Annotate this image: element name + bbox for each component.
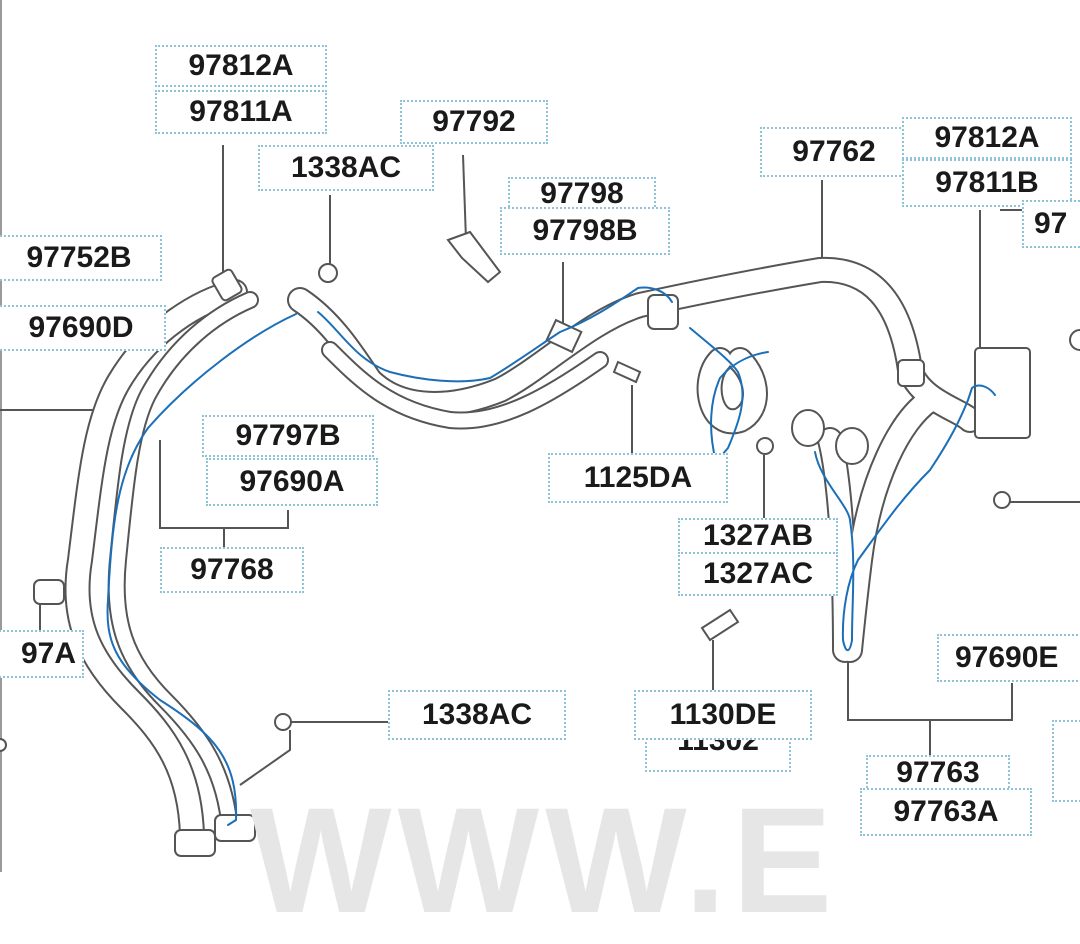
collar-97762-b	[897, 359, 925, 387]
image-left-edge	[0, 0, 2, 872]
nut-1338AC-top	[318, 263, 338, 283]
label-1327AC: 1327AC	[678, 552, 838, 596]
bolt-1130DE	[700, 608, 740, 642]
label-97690E: 97690E	[937, 634, 1080, 682]
union-2	[835, 427, 869, 465]
bracket-97792	[446, 230, 502, 284]
leader-bracket-bottom	[239, 730, 291, 786]
label-97-clipped: 97	[1022, 200, 1080, 248]
label-1130DE: 1130DE	[634, 690, 812, 740]
leader-97792	[462, 154, 467, 241]
label-97798B: 97798B	[500, 207, 670, 255]
end-fitting-right	[214, 814, 256, 842]
fitting-97A	[33, 579, 65, 605]
right-edge-fitting	[1069, 329, 1080, 351]
bracket-97811B	[974, 347, 1031, 439]
label-97762: 97762	[760, 127, 908, 177]
label-empty-right-edge	[1052, 720, 1080, 802]
washer-1327AB	[756, 437, 774, 455]
label-97792: 97792	[400, 100, 548, 144]
watermark-text: WWW.E	[250, 776, 839, 944]
nut-1338AC-bottom	[274, 713, 292, 731]
label-1338AC-top: 1338AC	[258, 145, 434, 191]
label-97811B: 97811B	[902, 159, 1072, 207]
label-97768: 97768	[160, 547, 304, 593]
label-97763: 97763	[866, 755, 1010, 791]
label-97690D: 97690D	[0, 305, 166, 351]
label-97690A: 97690A	[206, 458, 378, 506]
label-97A-clipped: 97A	[0, 630, 84, 678]
clamp-97811A	[211, 268, 243, 302]
bolt-head-right	[993, 491, 1011, 509]
clamp-97798	[545, 318, 583, 354]
label-97812A-right: 97812A	[902, 117, 1072, 159]
coupler-97762	[647, 294, 679, 330]
union-1	[791, 409, 825, 447]
label-97752B: 97752B	[0, 235, 162, 281]
label-97812A-left: 97812A	[155, 45, 327, 87]
fittings	[0, 230, 1080, 857]
label-97797B: 97797B	[202, 415, 374, 457]
label-1338AC-bottom: 1338AC	[388, 690, 566, 740]
left-edge-fitting	[0, 738, 7, 752]
label-97798: 97798	[508, 177, 656, 211]
label-1327AB: 1327AB	[678, 518, 838, 554]
label-97811A: 97811A	[155, 90, 327, 134]
end-fitting-left	[174, 829, 216, 857]
blue-annotation-lines	[106, 286, 996, 826]
label-11302: 11302	[645, 738, 791, 772]
label-1125DA: 1125DA	[548, 453, 728, 503]
leader-lines	[0, 145, 1080, 786]
label-97763A: 97763A	[860, 788, 1032, 836]
bolt-1125DA	[612, 360, 642, 384]
